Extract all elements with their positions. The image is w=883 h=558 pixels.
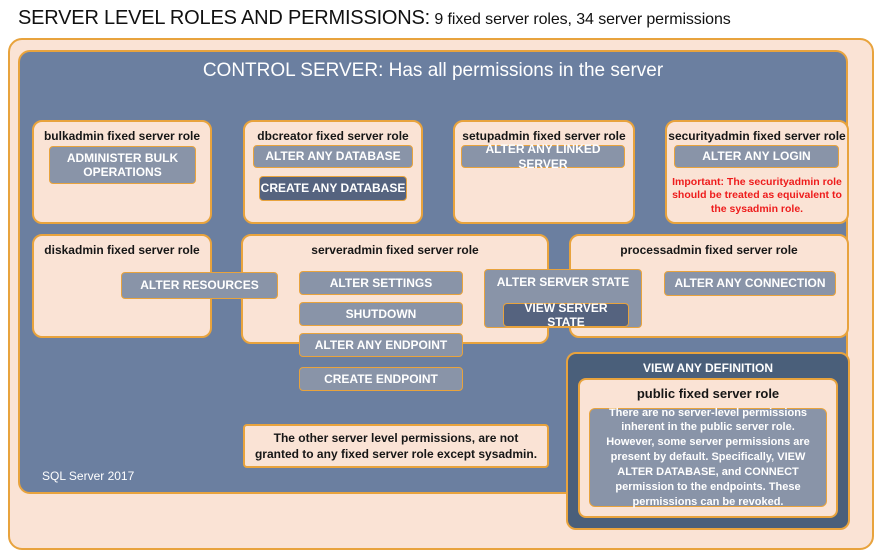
page-title-main: SERVER LEVEL ROLES AND PERMISSIONS: [18, 7, 431, 29]
public-role-description: There are no server-level permissions in… [589, 407, 827, 508]
role-box-dbcreator[interactable]: dbcreator fixed server role [243, 120, 423, 224]
role-label-diskadmin: diskadmin fixed server role [44, 243, 200, 257]
role-label-bulkadmin: bulkadmin fixed server role [43, 129, 201, 143]
role-label-securityadmin: securityadmin fixed server role [668, 129, 846, 143]
role-box-setupadmin[interactable]: setupadmin fixed server role [453, 120, 635, 224]
permission-alter-settings[interactable]: ALTER SETTINGS [299, 271, 463, 295]
permission-alter-any-login[interactable]: ALTER ANY LOGIN [674, 145, 839, 168]
permission-administer-bulk-operations[interactable]: ADMINISTER BULK OPERATIONS [49, 146, 196, 184]
securityadmin-warning-text: Important: The securityadmin role should… [672, 176, 842, 215]
permission-view-any-definition: VIEW ANY DEFINITION [642, 361, 773, 375]
permission-alter-any-connection[interactable]: ALTER ANY CONNECTION [664, 271, 836, 296]
permission-create-any-database[interactable]: CREATE ANY DATABASE [259, 176, 407, 201]
control-server-label: CONTROL SERVER: Has all permissions in t… [202, 60, 664, 81]
permission-shutdown[interactable]: SHUTDOWN [299, 302, 463, 326]
footer-version-label: SQL Server 2017 [42, 469, 135, 483]
public-role-panel[interactable]: VIEW ANY DEFINITION public fixed server … [566, 352, 850, 530]
permission-alter-any-database[interactable]: ALTER ANY DATABASE [253, 145, 413, 168]
permission-alter-any-endpoint[interactable]: ALTER ANY ENDPOINT [299, 333, 463, 357]
page-title: SERVER LEVEL ROLES AND PERMISSIONS: 9 fi… [18, 7, 868, 35]
other-permissions-note: The other server level permissions, are … [243, 424, 549, 468]
permission-alter-any-linked-server[interactable]: ALTER ANY LINKED SERVER [461, 142, 625, 171]
role-label-public: public fixed server role [636, 386, 780, 401]
permission-view-server-state[interactable]: VIEW SERVER STATE [503, 301, 629, 329]
public-role-inner-box: public fixed server role There are no se… [578, 378, 838, 518]
role-box-securityadmin[interactable]: securityadmin fixed server role [665, 120, 849, 224]
role-label-serveradmin: serveradmin fixed server role [311, 243, 479, 257]
role-label-dbcreator: dbcreator fixed server role [257, 129, 409, 143]
role-label-processadmin: processadmin fixed server role [620, 243, 798, 257]
permission-create-endpoint[interactable]: CREATE ENDPOINT [299, 367, 463, 391]
page-title-sub: 9 fixed server roles, 34 server permissi… [430, 11, 731, 28]
role-label-setupadmin: setupadmin fixed server role [462, 129, 626, 143]
permission-alter-resources[interactable]: ALTER RESOURCES [121, 272, 278, 299]
